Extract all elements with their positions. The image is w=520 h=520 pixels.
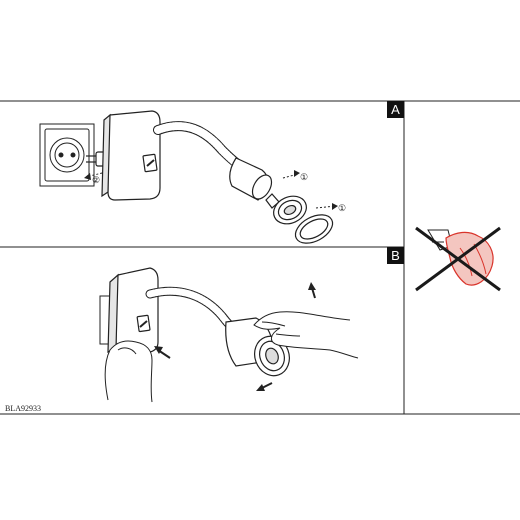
no-cloth-cleaning-icon xyxy=(415,226,501,292)
document-code: BLA92933 xyxy=(5,404,41,413)
lamp-base-a xyxy=(101,110,161,201)
press-arrow xyxy=(154,346,171,359)
step-3-marker: ① xyxy=(338,203,346,213)
panel-a-label: A xyxy=(387,101,404,118)
step-2-marker: ② xyxy=(92,175,100,185)
remove-ring-arrow xyxy=(315,203,338,210)
pull-arrow xyxy=(256,382,273,391)
unplug-arrow xyxy=(84,171,107,180)
hand-right xyxy=(253,311,359,359)
svg-text:B: B xyxy=(391,248,400,263)
lamp-head-b xyxy=(225,317,290,377)
up-arrow xyxy=(308,282,316,299)
wall-socket xyxy=(39,123,95,187)
panel-b-label: B xyxy=(387,247,404,264)
cover-ring-a xyxy=(294,214,334,244)
hand-left xyxy=(104,340,153,403)
lamp-base-b xyxy=(107,267,159,357)
remove-bulb-arrow xyxy=(282,170,300,179)
gooseneck-arm-a xyxy=(153,121,249,173)
step-1-marker: ① xyxy=(300,172,308,182)
svg-text:A: A xyxy=(391,102,400,117)
lamp-head-a xyxy=(229,157,273,201)
bulb-a xyxy=(265,193,307,225)
